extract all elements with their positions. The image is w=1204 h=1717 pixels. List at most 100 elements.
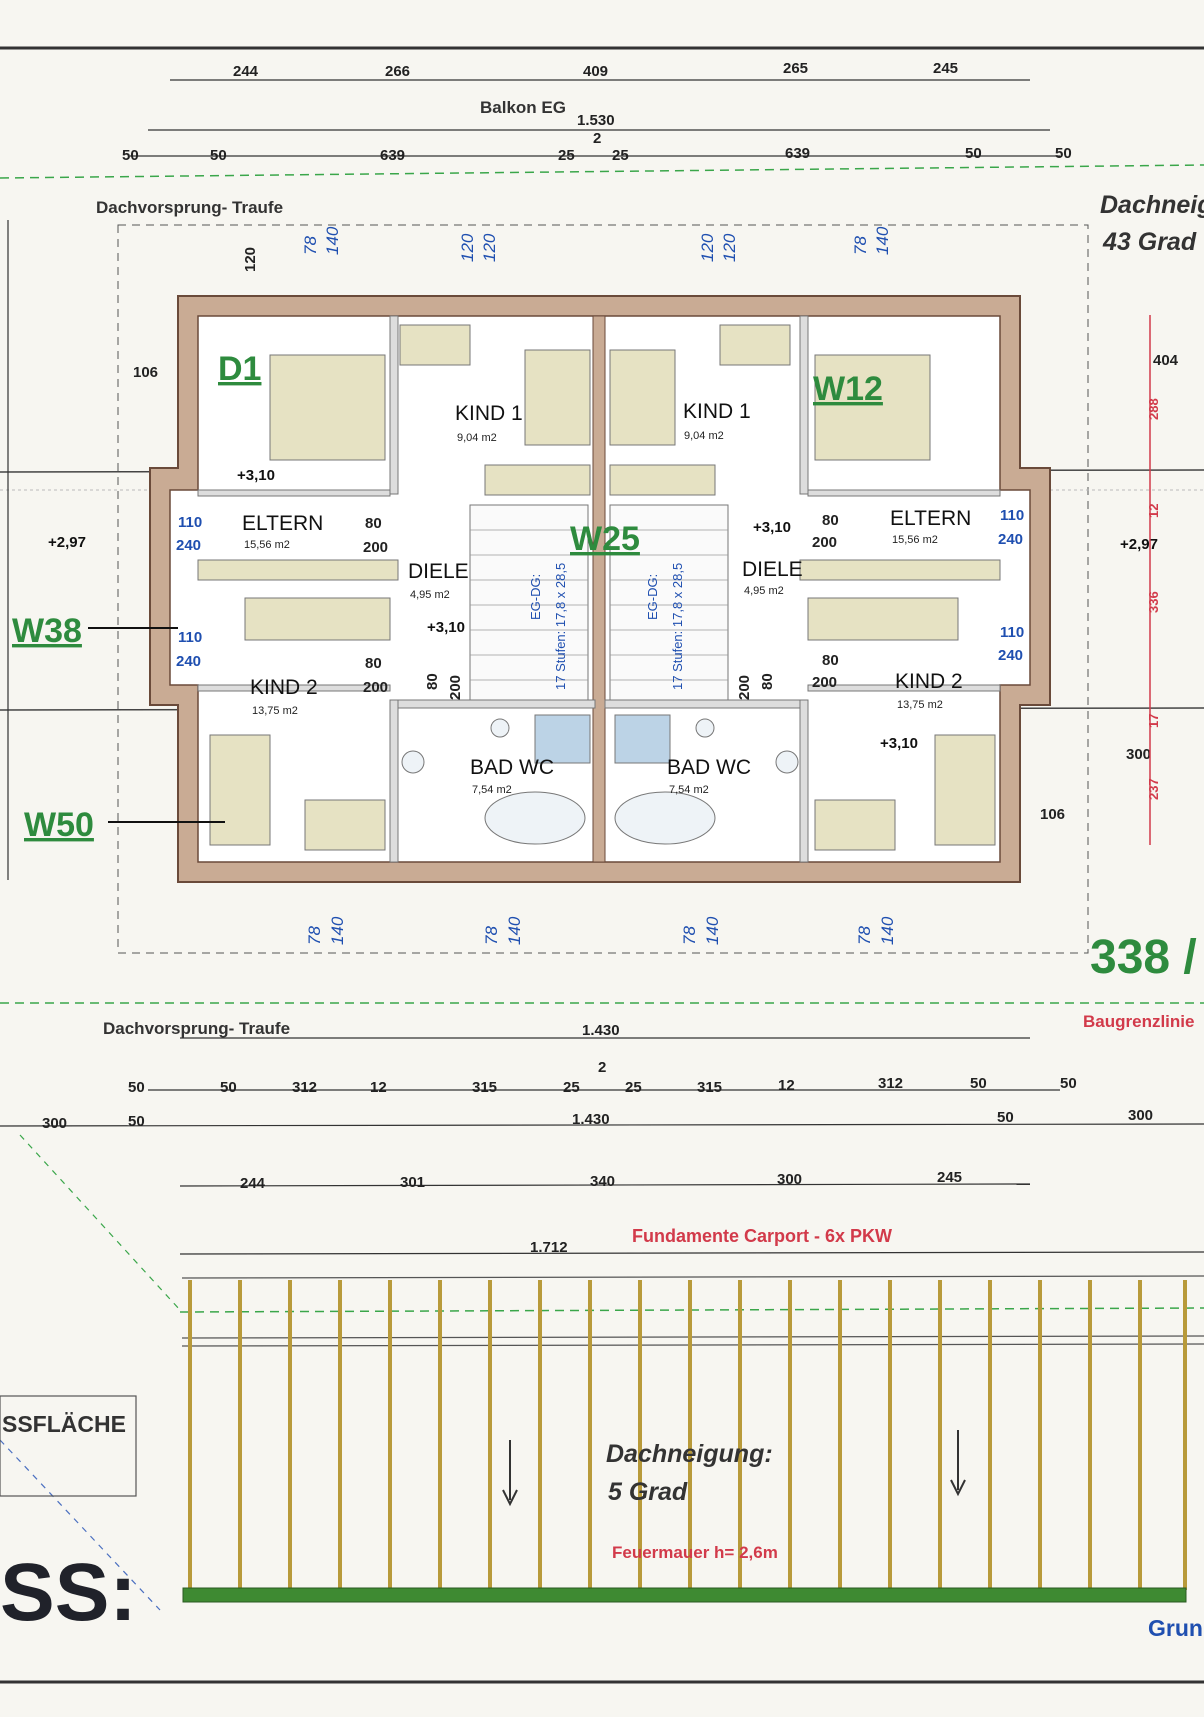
dachneigung-top-2: 43 Grad [1102,228,1197,256]
win-top-1-a: 78 [301,236,320,255]
level-5: +2,97 [48,534,86,551]
blue-dashed-diagonal [0,1439,161,1611]
wall-left-b [197,559,399,581]
grun-label: Grun [1148,1615,1203,1641]
green-dashed-diagonal [19,1134,181,1311]
dim-c-245: 245 [937,1169,962,1186]
room-kind2-right-area: 13,75 m2 [897,699,943,711]
level-2: +3,10 [427,619,465,636]
dim-b-312-b: 312 [878,1075,903,1092]
carport-fire-wall [182,1587,1187,1603]
wardrobe-right-1 [609,464,716,496]
bed-eltern-left [269,354,386,461]
door-dims-right: 110 240 80 200 80 200 110 240 80 200 [736,507,1024,700]
stair-right-line1: EG-DG: [645,574,660,620]
room-eltern-left: ELTERN [242,512,323,535]
building [149,295,1051,883]
dim-120-left: 120 [242,247,259,272]
dim-b-50-b: 50 [220,1079,237,1096]
wall-right-a [799,315,809,495]
wall-left-e [197,489,391,497]
dim-b-50-c: 50 [970,1075,987,1092]
carport-posts [188,1280,1187,1590]
bathtub-left [484,791,586,845]
door-l4-a: 110 [178,629,202,646]
dim-b-50-right: 50 [997,1109,1014,1126]
dim-c-300: 300 [777,1171,802,1188]
feuermauer-label: Feuermauer h= 2,6m [612,1543,778,1562]
win-bot-1-b: 140 [328,916,347,945]
red-dim-288: 288 [1146,398,1161,420]
area-box [0,1395,137,1497]
bed-kind1-left [524,349,591,446]
dim-b-50-left: 50 [128,1113,145,1130]
door-r1-a: 110 [1000,507,1024,524]
door-r3-b: 200 [812,674,837,691]
level-4: +3,10 [880,735,918,752]
dim-1530: 1.530 [577,112,615,129]
dim-639-a: 639 [380,147,405,164]
red-dim-17: 17 [1146,714,1161,728]
win-bot-4-a: 78 [855,926,874,945]
room-kind1-left: KIND 1 [455,402,523,425]
arrow-down-icon-left [502,1440,518,1507]
code-w38: W38 [12,612,82,650]
room-kind1-left-area: 9,04 m2 [457,432,497,444]
dim-b-25-a: 25 [563,1079,580,1096]
area-box-label: SSFLÄCHE [2,1411,126,1437]
shower-right [614,714,671,764]
shower-left [534,714,591,764]
room-kind1-right: KIND 1 [683,400,751,423]
dim-639-b: 639 [785,145,810,162]
dim-106-right: 106 [1040,806,1065,823]
green-dashed-line-top [0,164,1204,179]
bathtub-right [614,791,716,845]
dim-25-b: 25 [612,147,629,164]
dim-2-bottom: 2 [598,1059,606,1076]
code-w12: W12 [813,370,883,408]
room-eltern-right-area: 15,56 m2 [892,534,938,546]
carport: 1.712 Fundamente Carport - 6x PKW Dachne… [179,1226,1204,1603]
room-diele-left-area: 4,95 m2 [410,589,450,601]
party-wall [592,315,606,863]
wall-left-f [197,684,391,692]
area-number: 338 / [1090,931,1197,984]
dim-b-12-b: 12 [778,1077,795,1094]
bottom-dimensions: 1.430 2 50 50 312 12 315 25 25 315 12 31… [0,1022,1204,1192]
dim-b-315-a: 315 [472,1079,497,1096]
win-bot-2-a: 78 [482,926,501,945]
win-top-1-b: 140 [323,226,342,255]
wall-left-d [389,699,399,863]
room-eltern-right: ELTERN [890,507,971,530]
bed-kind1-right [609,349,676,446]
room-labels: KIND 1 9,04 m2 KIND 1 9,04 m2 ELTERN 15,… [242,400,971,796]
window-dims-top: 78 140 120 120 120 120 78 140 [301,226,892,262]
win-bot-3-b: 140 [703,916,722,945]
stair-left-line1: EG-DG: [528,574,543,620]
dim-2-top: 2 [593,130,601,147]
toilet-left [490,718,510,738]
win-bot-2-b: 140 [505,916,524,945]
room-kind2-right: KIND 2 [895,670,963,693]
roof-overhang-outline [117,224,1089,954]
code-w50: W50 [24,806,94,844]
dim-b-50-d: 50 [1060,1075,1077,1092]
dim-244: 244 [233,63,259,80]
room-diele-right: DIELE [742,558,803,581]
dim-b-12-a: 12 [370,1079,387,1096]
door-r2-a: 80 [822,512,839,529]
win-top-2-a: 120 [458,233,477,262]
sink-left [401,750,425,774]
code-w25: W25 [570,520,640,558]
balkon-label: Balkon EG [480,98,566,117]
toilet-right [695,718,715,738]
wardrobe-left-1 [484,464,591,496]
wall-right-c [604,699,809,709]
code-d1: D1 [218,350,261,388]
traufe-top-label: Dachvorsprung- Traufe [96,198,283,217]
dim-b-315-b: 315 [697,1079,722,1096]
dim-b-25-b: 25 [625,1079,642,1096]
wardrobe-right-2 [807,597,959,641]
win-top-4-b: 140 [873,226,892,255]
